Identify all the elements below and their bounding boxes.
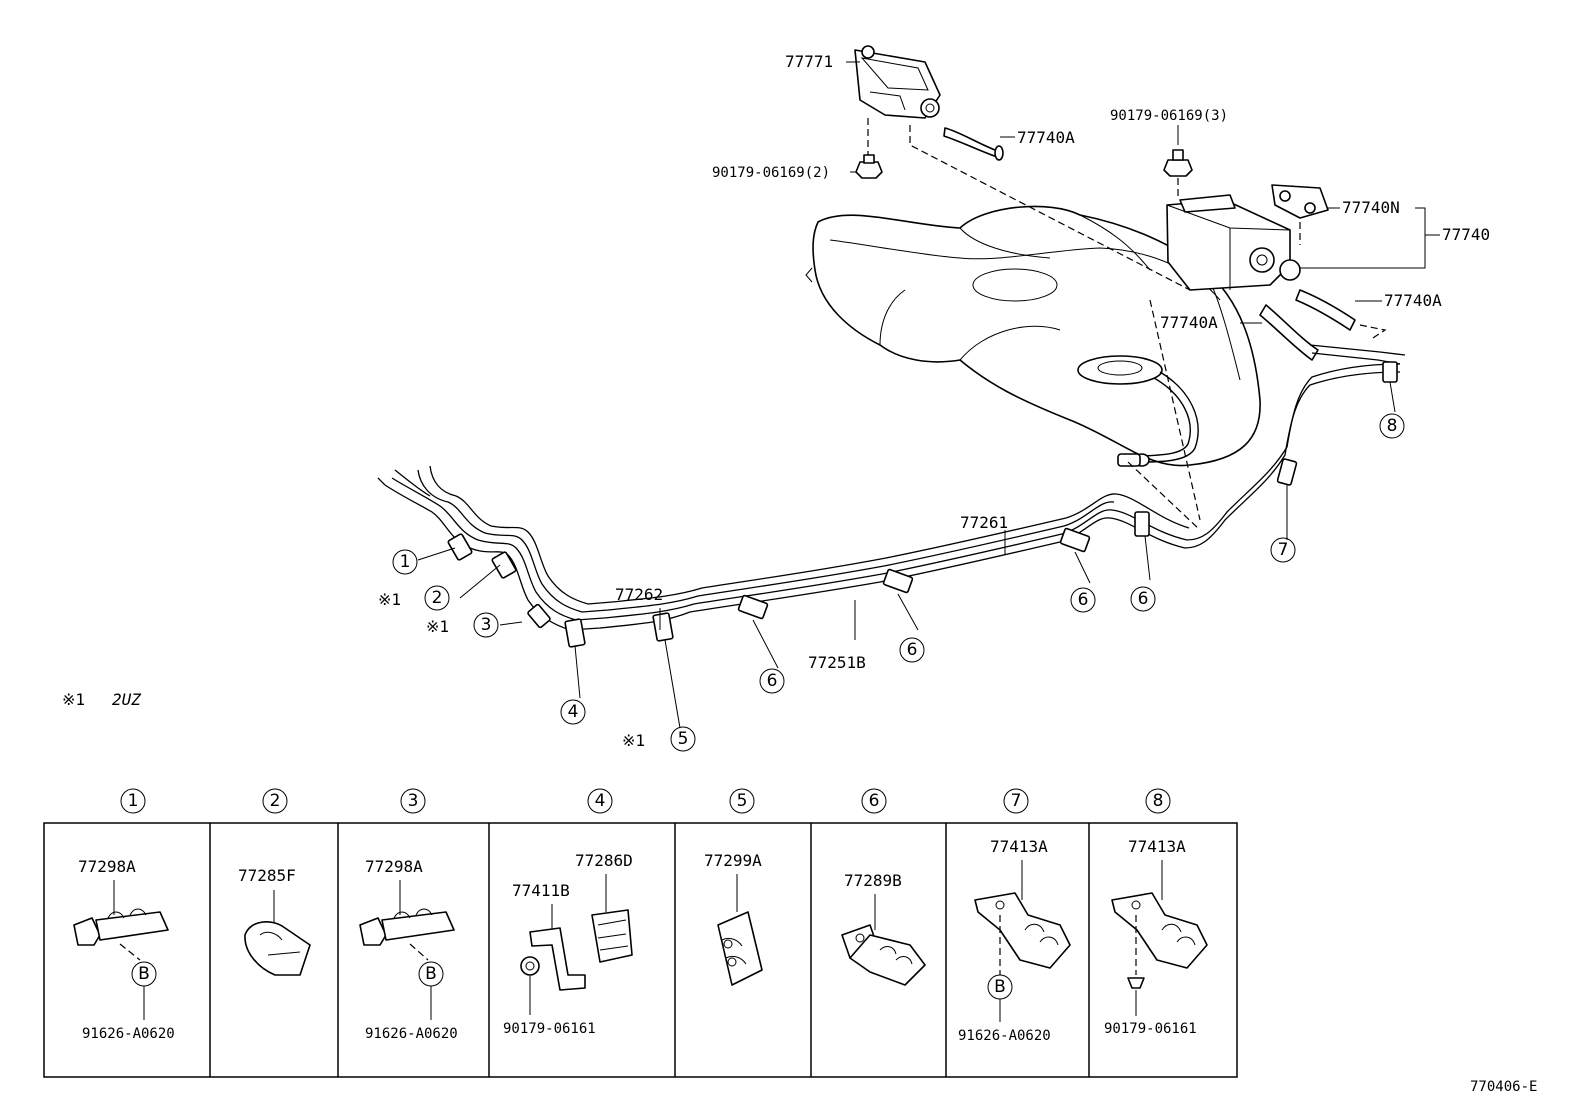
- svg-text:6: 6: [1138, 589, 1149, 609]
- callout-8-main: 8: [1379, 413, 1405, 439]
- label-77740A-top: 77740A: [1017, 128, 1075, 147]
- panel-5: 77299A: [704, 851, 763, 986]
- panel-6-header: 6: [861, 788, 887, 814]
- label-77262: 77262: [615, 585, 663, 604]
- panel-7: 77413A B 91626-A0620: [958, 837, 1071, 1044]
- label-77740N: 77740N: [1342, 198, 1400, 217]
- panel-4-header: 4: [587, 788, 613, 814]
- panel-4: 77286D 77411B 90179-06161: [503, 851, 633, 1037]
- panel-8-header: 8: [1145, 788, 1171, 814]
- label-90179-06169-3: 90179-06169(3): [1110, 108, 1228, 124]
- panel-1-part-77298A: 77298A: [78, 857, 136, 876]
- svg-text:8: 8: [1153, 791, 1164, 811]
- hose-77740A-right: [1295, 289, 1356, 331]
- svg-text:5: 5: [678, 729, 689, 749]
- callout-3-main: ※1 3: [426, 612, 499, 638]
- svg-text:6: 6: [767, 671, 778, 691]
- svg-text:2: 2: [432, 588, 443, 608]
- svg-text:6: 6: [869, 791, 880, 811]
- panel-3-part-91626-A0620: 91626-A0620: [365, 1026, 458, 1042]
- callout-6-main-d: 6: [1130, 586, 1156, 612]
- svg-text:3: 3: [481, 615, 492, 635]
- panel-3: 77298A B 91626-A0620: [359, 857, 458, 1042]
- panel-5-part-77299A: 77299A: [704, 851, 762, 870]
- callout-6-main-a: 6: [759, 668, 785, 694]
- callout-1-main: 1: [392, 549, 418, 575]
- callout-7-main: 7: [1270, 537, 1296, 563]
- svg-text:8: 8: [1387, 416, 1398, 436]
- fuel-tank: [805, 205, 1261, 467]
- callout-2-main: ※1 2: [378, 585, 450, 611]
- panel-4-part-90179-06161: 90179-06161: [503, 1021, 596, 1037]
- label-77771: 77771: [785, 52, 833, 71]
- valve-77740N: [1271, 184, 1329, 219]
- svg-text:6: 6: [1078, 590, 1089, 610]
- bolt-90179-06169-right: [1163, 149, 1193, 177]
- callout-6-main-c: 6: [1070, 587, 1096, 613]
- note-text: 2UZ: [112, 690, 141, 709]
- hose-77740A-top: [943, 127, 1004, 161]
- svg-text:4: 4: [595, 791, 606, 811]
- svg-text:1: 1: [400, 552, 411, 572]
- callout-6-main-b: 6: [899, 637, 925, 663]
- panel-2-header: 2: [262, 788, 288, 814]
- panel-8-part-90179-06161: 90179-06161: [1104, 1021, 1197, 1037]
- panel-1-header: 1: [120, 788, 146, 814]
- callout-4-main: 4: [560, 699, 586, 725]
- leader-lines: [417, 61, 1440, 729]
- panel-7-part-77413A: 77413A: [990, 837, 1048, 856]
- panel-8: 77413A 90179-06161: [1104, 837, 1208, 1037]
- svg-text:5: 5: [737, 791, 748, 811]
- svg-text:1: 1: [128, 791, 139, 811]
- panel-6-part-77289B: 77289B: [844, 871, 902, 890]
- hose-77740A-mid: [1259, 304, 1319, 361]
- panel-1: 77298A B 91626-A0620: [73, 857, 175, 1042]
- svg-text:4: 4: [568, 702, 579, 722]
- panel-8-part-77413A: 77413A: [1128, 837, 1186, 856]
- mark-2uz: ※1: [378, 590, 401, 609]
- label-77740: 77740: [1442, 225, 1490, 244]
- panel-3-header: 3: [400, 788, 426, 814]
- svg-text:7: 7: [1011, 791, 1022, 811]
- mark-2uz: ※1: [622, 731, 645, 750]
- svg-text:B: B: [994, 977, 1006, 997]
- panel-7-part-91626-A0620: 91626-A0620: [958, 1028, 1051, 1044]
- mark-2uz: ※1: [426, 617, 449, 636]
- detail-table: [43, 822, 1238, 1078]
- callout-5-main: ※1 5: [622, 726, 696, 752]
- panel-2-part-77285F: 77285F: [238, 866, 296, 885]
- panel-3-part-77298A: 77298A: [365, 857, 423, 876]
- label-77261: 77261: [960, 513, 1008, 532]
- svg-text:B: B: [138, 964, 150, 984]
- label-90179-06169-2: 90179-06169(2): [712, 165, 830, 181]
- bracket-77771: [854, 45, 941, 119]
- svg-text:B: B: [425, 964, 437, 984]
- label-77740A-right: 77740A: [1384, 291, 1442, 310]
- svg-text:6: 6: [907, 640, 918, 660]
- panel-5-header: 5: [729, 788, 755, 814]
- charcoal-canister: [1166, 194, 1301, 291]
- panel-4-part-77411B: 77411B: [512, 881, 570, 900]
- note-mark: ※1: [62, 690, 85, 709]
- label-77251B: 77251B: [808, 653, 866, 672]
- panel-7-header: 7: [1003, 788, 1029, 814]
- panel-1-part-91626-A0620: 91626-A0620: [82, 1026, 175, 1042]
- panel-4-part-77286D: 77286D: [575, 851, 633, 870]
- bolt-90179-06169-left: [855, 154, 883, 179]
- svg-text:7: 7: [1278, 540, 1289, 560]
- label-77740A-mid: 77740A: [1160, 313, 1218, 332]
- panel-6: 77289B: [841, 871, 926, 986]
- footer-code: 770406-E: [1470, 1079, 1537, 1095]
- svg-text:3: 3: [408, 791, 419, 811]
- panel-2: 77285F: [238, 866, 311, 976]
- svg-text:2: 2: [270, 791, 281, 811]
- clamps: [447, 361, 1398, 648]
